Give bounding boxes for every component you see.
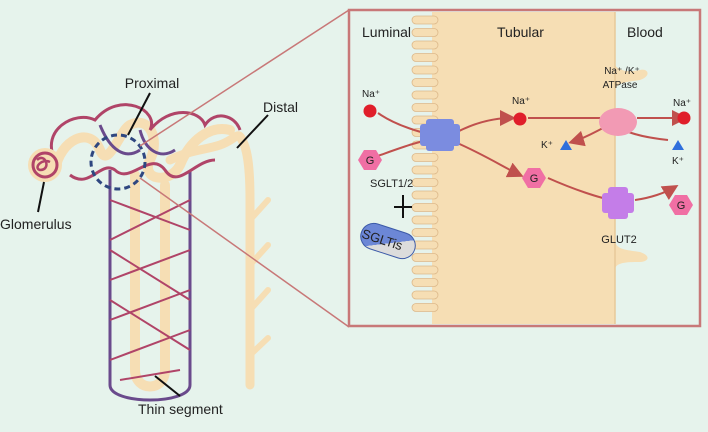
glomerulus-label: Glomerulus — [0, 216, 72, 232]
k-left-label: K⁺ — [541, 140, 553, 151]
proximal-label: Proximal — [125, 75, 179, 91]
potassium-ion-cell — [560, 140, 572, 150]
sglt-label: SGLT1/2 — [370, 178, 413, 190]
microvillus — [411, 53, 439, 62]
microvillus — [411, 290, 439, 300]
collecting-duct-branches — [247, 197, 271, 358]
thin-segment-label: Thin segment — [138, 401, 223, 417]
microvillus — [411, 65, 439, 75]
potassium-ion-blood — [672, 140, 684, 150]
glut2-label: GLUT2 — [601, 234, 636, 246]
microvillus — [411, 40, 439, 50]
potassium-into-cell-arrow — [568, 127, 604, 147]
luminal-label: Luminal — [362, 24, 411, 40]
proximal-highlight-circle — [89, 133, 147, 191]
glucose-cell: G — [522, 168, 546, 188]
microvillus — [411, 165, 439, 175]
glomerulus-icon — [31, 151, 59, 179]
microvillus — [411, 90, 439, 100]
glut2-transporter-core — [608, 187, 628, 219]
na-left-label: Na⁺ — [362, 89, 380, 100]
nephron-illustration: Proximal Distal Glomerulus Thin segment — [0, 9, 350, 417]
blood-label: Blood — [627, 24, 663, 40]
zoom-line-bottom — [139, 177, 350, 328]
atpase-label-line1: Na⁺ /K⁺ — [604, 66, 640, 77]
microvillus — [411, 253, 439, 262]
glucose-label-cell: G — [530, 173, 539, 185]
transport-panel: Luminal Tubular Blood Na⁺ Na⁺ Na⁺ K⁺ K⁺ … — [347, 8, 702, 328]
microvillus — [411, 215, 439, 225]
sodium-ion-blood — [677, 111, 691, 125]
sgltis-capsule: SGLTis — [360, 222, 416, 260]
peritubular-capillary-top — [49, 103, 242, 161]
efferent-vessels — [98, 124, 176, 156]
microvillus — [411, 78, 439, 87]
glomerulus-coil — [36, 156, 51, 172]
vasa-recta-vein — [108, 170, 192, 402]
capillary-network — [109, 199, 191, 381]
glucose-label-blood: G — [677, 200, 686, 212]
distal-label: Distal — [263, 99, 298, 115]
sodium-ion-luminal — [363, 104, 377, 118]
tubular-label: Tubular — [497, 24, 544, 40]
microvillus — [411, 190, 439, 200]
microvillus — [411, 278, 439, 287]
microvillus — [411, 28, 439, 37]
glucose-label-luminal: G — [366, 155, 375, 167]
thin-segment-leader — [154, 375, 181, 397]
microvillus — [411, 303, 439, 312]
microvillus — [411, 15, 439, 25]
microvillus — [411, 240, 439, 250]
sodium-ion-cell — [513, 112, 527, 126]
glucose-into-cell-arrow — [454, 141, 524, 178]
sodium-into-cell-arrow — [454, 110, 516, 134]
glucose-to-blood-arrow — [634, 184, 679, 201]
glomerulus-leader — [37, 181, 45, 213]
distal-leader — [236, 114, 269, 149]
microvillus — [411, 153, 439, 162]
microvillus — [411, 265, 439, 275]
microvillus — [411, 103, 439, 112]
glucose-luminal: G — [358, 150, 382, 170]
sglt-transporter-core — [426, 119, 454, 151]
microvillus — [411, 178, 439, 187]
na-right-label: Na⁺ — [673, 98, 691, 109]
na-mid-label: Na⁺ — [512, 96, 530, 107]
proximal-leader — [127, 92, 151, 136]
atpase-label-line2: ATPase — [603, 80, 638, 91]
loop-of-henle — [130, 170, 170, 392]
k-right-label: K⁺ — [672, 156, 684, 167]
microvillus — [411, 203, 439, 212]
glucose-blood: G — [669, 195, 693, 215]
microvilli — [411, 15, 439, 312]
microvillus — [411, 228, 439, 237]
na-k-atpase — [599, 108, 637, 136]
zoom-line-top — [139, 9, 350, 147]
